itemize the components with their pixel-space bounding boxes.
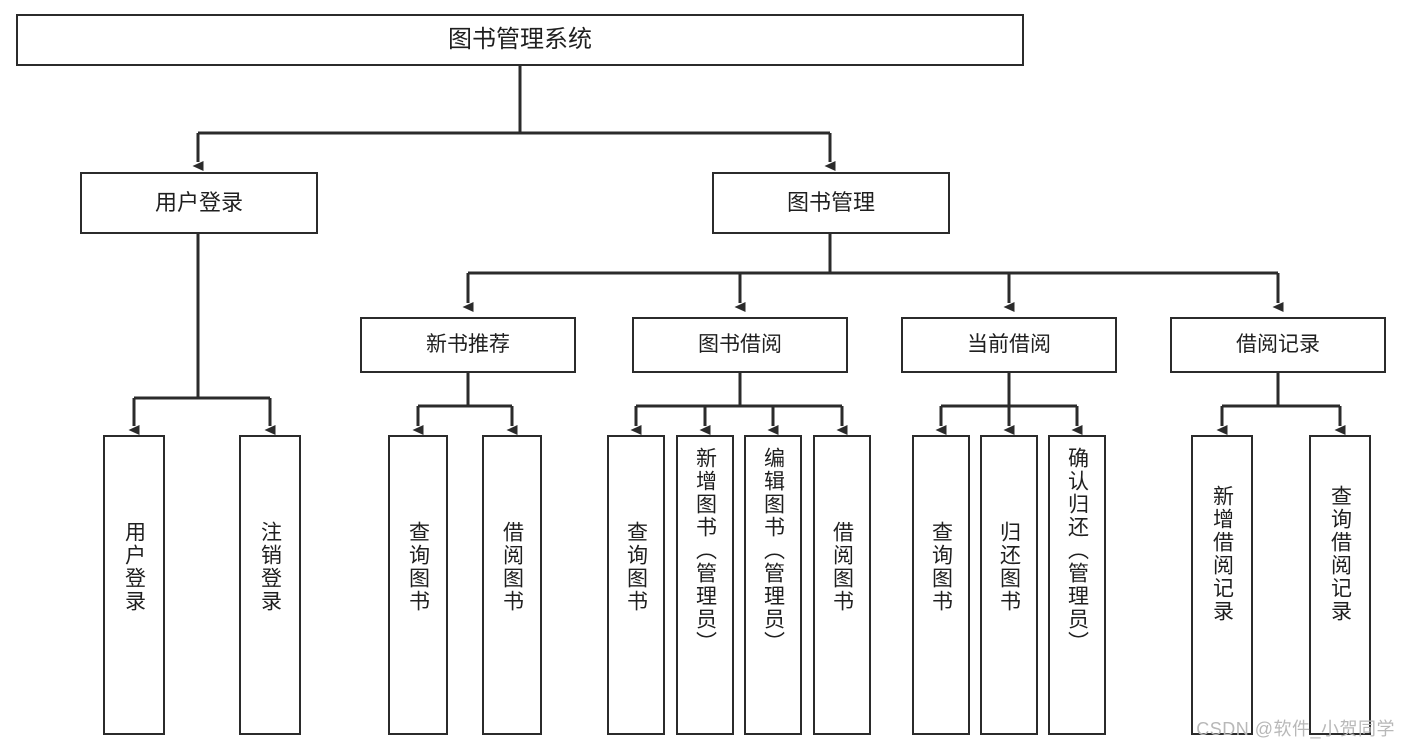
node-current-borrow-label: 当前借阅 — [967, 332, 1051, 356]
node-leaf-add-book-admin-label: 新增图书（管理员） — [693, 447, 717, 654]
node-leaf-confirm-return-admin-label: 确认归还（管理员） — [1065, 447, 1089, 654]
node-leaf-query-book-3[interactable]: 查询图书 — [912, 435, 970, 735]
node-leaf-add-borrow-record-label: 新增借阅记录 — [1210, 485, 1234, 623]
node-new-book-recommend-label: 新书推荐 — [426, 332, 510, 356]
node-leaf-query-book-2[interactable]: 查询图书 — [607, 435, 665, 735]
node-leaf-edit-book-admin[interactable]: 编辑图书（管理员） — [744, 435, 802, 735]
node-user-login-label: 用户登录 — [154, 190, 243, 216]
node-leaf-user-login[interactable]: 用户登录 — [103, 435, 165, 735]
node-leaf-query-borrow-record-label: 查询借阅记录 — [1328, 485, 1352, 623]
node-root[interactable]: 图书管理系统 — [16, 14, 1024, 66]
node-book-borrow-label: 图书借阅 — [698, 332, 782, 356]
node-leaf-edit-book-admin-label: 编辑图书（管理员） — [761, 447, 785, 654]
node-current-borrow[interactable]: 当前借阅 — [901, 317, 1117, 373]
node-leaf-query-book-2-label: 查询图书 — [624, 521, 648, 613]
node-leaf-return-book[interactable]: 归还图书 — [980, 435, 1038, 735]
node-leaf-logout-login[interactable]: 注销登录 — [239, 435, 301, 735]
node-leaf-add-book-admin[interactable]: 新增图书（管理员） — [676, 435, 734, 735]
node-leaf-borrow-book-2-label: 借阅图书 — [830, 521, 854, 613]
node-book-borrow[interactable]: 图书借阅 — [632, 317, 848, 373]
node-leaf-query-book-1-label: 查询图书 — [406, 521, 430, 613]
node-borrow-record-label: 借阅记录 — [1236, 332, 1320, 356]
node-leaf-borrow-book-1-label: 借阅图书 — [500, 521, 524, 613]
node-leaf-user-login-label: 用户登录 — [122, 521, 146, 613]
node-leaf-borrow-book-1[interactable]: 借阅图书 — [482, 435, 542, 735]
node-book-manage-label: 图书管理 — [786, 190, 875, 216]
node-book-manage[interactable]: 图书管理 — [712, 172, 950, 234]
node-leaf-query-borrow-record[interactable]: 查询借阅记录 — [1309, 435, 1371, 735]
node-leaf-confirm-return-admin[interactable]: 确认归还（管理员） — [1048, 435, 1106, 735]
node-new-book-recommend[interactable]: 新书推荐 — [360, 317, 576, 373]
node-user-login[interactable]: 用户登录 — [80, 172, 318, 234]
node-root-label: 图书管理系统 — [448, 26, 592, 54]
node-leaf-query-book-3-label: 查询图书 — [929, 521, 953, 613]
node-borrow-record[interactable]: 借阅记录 — [1170, 317, 1386, 373]
node-leaf-return-book-label: 归还图书 — [997, 521, 1021, 613]
node-leaf-add-borrow-record[interactable]: 新增借阅记录 — [1191, 435, 1253, 735]
node-leaf-query-book-1[interactable]: 查询图书 — [388, 435, 448, 735]
node-leaf-borrow-book-2[interactable]: 借阅图书 — [813, 435, 871, 735]
node-leaf-logout-login-label: 注销登录 — [258, 521, 282, 613]
csdn-watermark: CSDN @软件_小贺同学 — [1196, 719, 1395, 739]
